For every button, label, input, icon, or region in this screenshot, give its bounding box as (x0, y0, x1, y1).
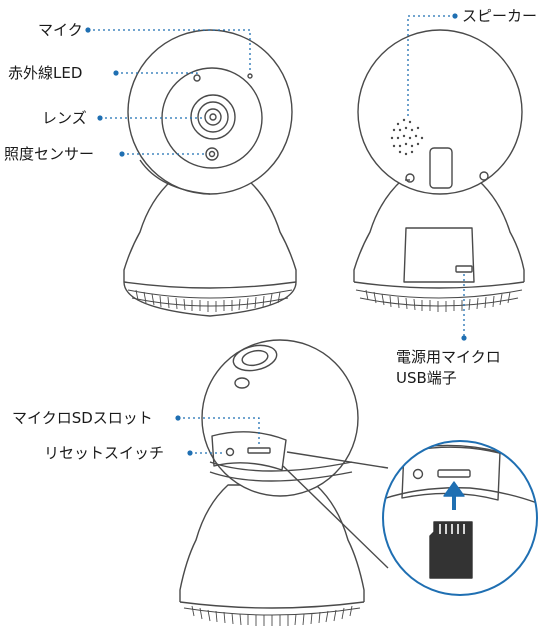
zoom-reset-hole (412, 468, 424, 480)
front-camera-head (127, 29, 293, 195)
front-camera-base (123, 281, 297, 317)
tilted-sd-slot (247, 447, 271, 454)
sd-card-icon (429, 521, 473, 579)
power-port (455, 265, 473, 273)
label-power-port: 電源用マイクロ USB端子 (396, 347, 536, 389)
label-mic: マイク (38, 21, 83, 39)
front-camera-vents (127, 289, 293, 307)
zoom-panel (401, 444, 501, 501)
zoom-inset (382, 440, 538, 596)
label-lens: レンズ (42, 109, 87, 127)
tilted-port-panel (211, 431, 287, 471)
label-sd-slot: マイクロSDスロット (12, 409, 153, 427)
label-light-sensor: 照度センサー (4, 145, 95, 163)
leader-lines (88, 15, 465, 454)
lens-outer (190, 94, 236, 140)
back-panel (403, 227, 475, 283)
tilted-camera-head (201, 339, 359, 497)
label-reset-switch: リセットスイッチ (44, 444, 165, 462)
tilted-camera (179, 339, 389, 626)
label-power-port-line2: USB端子 (396, 369, 457, 387)
ir-led-dot (193, 74, 201, 82)
tilted-lens (232, 344, 278, 372)
mic-hole (247, 73, 253, 79)
leader-dots (85, 13, 467, 456)
label-ir-led: 赤外線LED (8, 64, 83, 82)
back-camera-head (357, 29, 523, 195)
label-speaker: スピーカー (462, 7, 538, 25)
back-camera (353, 29, 525, 312)
label-power-port-line1: 電源用マイクロ (396, 348, 501, 366)
front-camera (123, 29, 297, 317)
speaker-grille (390, 118, 424, 156)
light-sensor-dot (205, 147, 219, 161)
zoom-ring (382, 440, 538, 596)
tilted-reset-hole (225, 447, 235, 457)
zoom-sd-slot (437, 469, 471, 478)
